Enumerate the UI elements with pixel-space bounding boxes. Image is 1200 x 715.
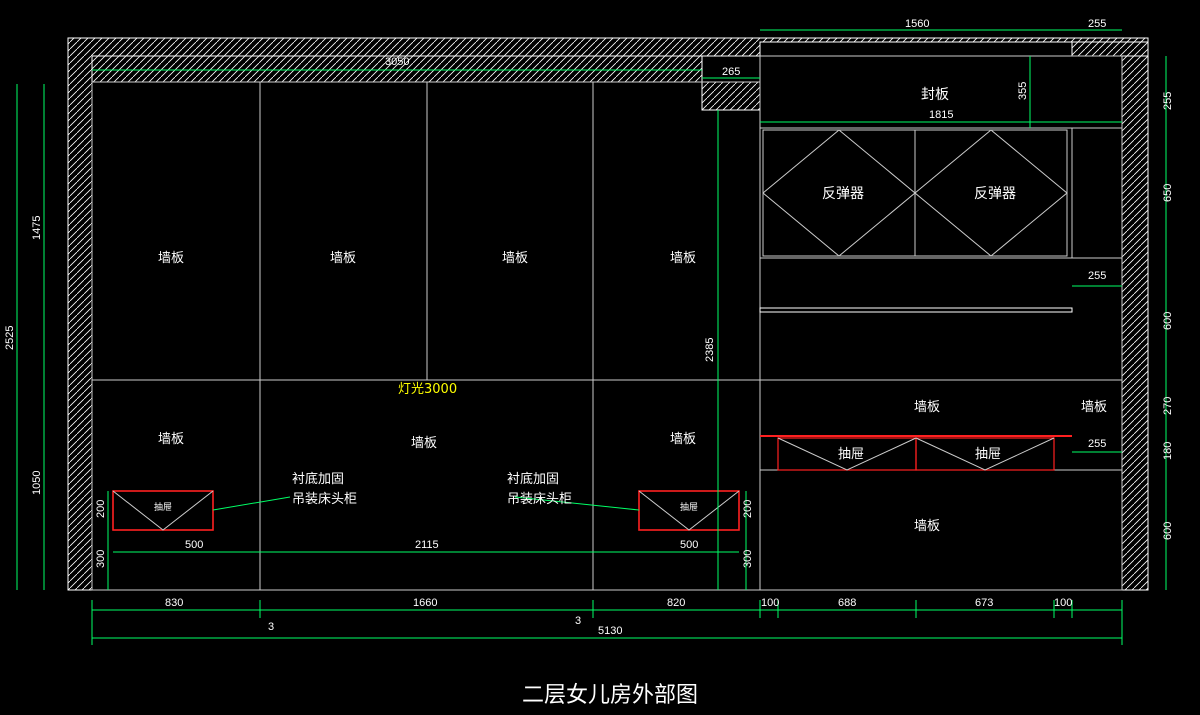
- dim-text: 500: [185, 539, 203, 551]
- note-bedside: 吊装床头柜: [292, 492, 357, 507]
- dim-text: 200: [95, 500, 107, 518]
- dim-text: 3050: [385, 56, 409, 68]
- dim-text: 255: [1088, 270, 1106, 282]
- dim-text: 2525: [4, 326, 16, 350]
- dim-text: 255: [1088, 18, 1106, 30]
- dim-text: 300: [95, 550, 107, 568]
- dim-text: 265: [722, 66, 740, 78]
- wall-panel-label: 墙板: [670, 432, 696, 447]
- bedside-cabinets: [112, 490, 740, 531]
- note-reinforce: 衬底加固: [292, 471, 344, 487]
- dim-text: 5130: [598, 625, 622, 637]
- dim-text: 180: [1162, 442, 1174, 460]
- panel-lines: [91, 55, 1123, 591]
- dim-text: 1660: [413, 597, 437, 609]
- seal-panel-label: 封板: [921, 87, 949, 103]
- drawing-title: 二层女儿房外部图: [522, 683, 698, 708]
- dim-text: 200: [742, 500, 754, 518]
- dim-text: 355: [1017, 82, 1029, 100]
- wall-panel-label: 墙板: [914, 519, 940, 534]
- drawer-unit: [760, 435, 1072, 471]
- light-label: 灯光3000: [398, 382, 457, 397]
- dim-text: 3: [268, 621, 274, 633]
- wall-panel-label: 墙板: [670, 251, 696, 266]
- drawer-label: 抽屉: [838, 447, 864, 462]
- dim-text: 255: [1162, 92, 1174, 110]
- wall-panel-label: 墙板: [411, 436, 437, 451]
- dim-text: 600: [1162, 312, 1174, 330]
- dim-text: 673: [975, 597, 993, 609]
- dim-text: 500: [680, 539, 698, 551]
- dim-text: 600: [1162, 522, 1174, 540]
- dimension-lines: [16, 29, 1167, 645]
- dim-text: 300: [742, 550, 754, 568]
- hanging-rod: [759, 307, 1073, 313]
- wall-panel-label: 墙板: [1081, 400, 1107, 415]
- wall-panel-label: 墙板: [914, 400, 940, 415]
- rebounder-diamonds: [762, 129, 1068, 257]
- dim-text: 100: [761, 597, 779, 609]
- dim-text: 1815: [929, 109, 953, 121]
- wall-panel-label: 墙板: [330, 251, 356, 266]
- dim-text: 1050: [31, 471, 43, 495]
- dim-text: 2115: [415, 539, 439, 551]
- leader-lines: [212, 496, 640, 511]
- drawer-label: 抽屉: [154, 501, 172, 513]
- dim-text: 820: [667, 597, 685, 609]
- dim-text: 688: [838, 597, 856, 609]
- dim-text: 100: [1054, 597, 1072, 609]
- dim-text: 3: [575, 615, 581, 627]
- wall-panel-label: 墙板: [158, 251, 184, 266]
- drawer-label: 抽屉: [680, 501, 698, 513]
- dim-text: 255: [1088, 438, 1106, 450]
- region-labels: 墙板 墙板 墙板 墙板 墙板 墙板 墙板 墙板 墙板 墙板 封板 反弹器 反弹器…: [154, 87, 1107, 534]
- wall-panel-label: 墙板: [158, 432, 184, 447]
- drawer-label: 抽屉: [975, 447, 1001, 462]
- note-reinforce: 衬底加固: [507, 471, 559, 487]
- dim-text: 2385: [704, 338, 716, 362]
- dim-text: 270: [1162, 397, 1174, 415]
- note-bedside: 吊装床头柜: [507, 492, 572, 507]
- dim-text: 650: [1162, 184, 1174, 202]
- dim-text: 1475: [31, 216, 43, 240]
- dim-text: 1560: [905, 18, 929, 30]
- rebounder-label: 反弹器: [822, 186, 864, 202]
- dim-text: 830: [165, 597, 183, 609]
- dimension-text: 3050 265 1560 255 1815 255 255 500 2115 …: [4, 18, 1174, 637]
- wall-panel-label: 墙板: [502, 251, 528, 266]
- rebounder-label: 反弹器: [974, 186, 1016, 202]
